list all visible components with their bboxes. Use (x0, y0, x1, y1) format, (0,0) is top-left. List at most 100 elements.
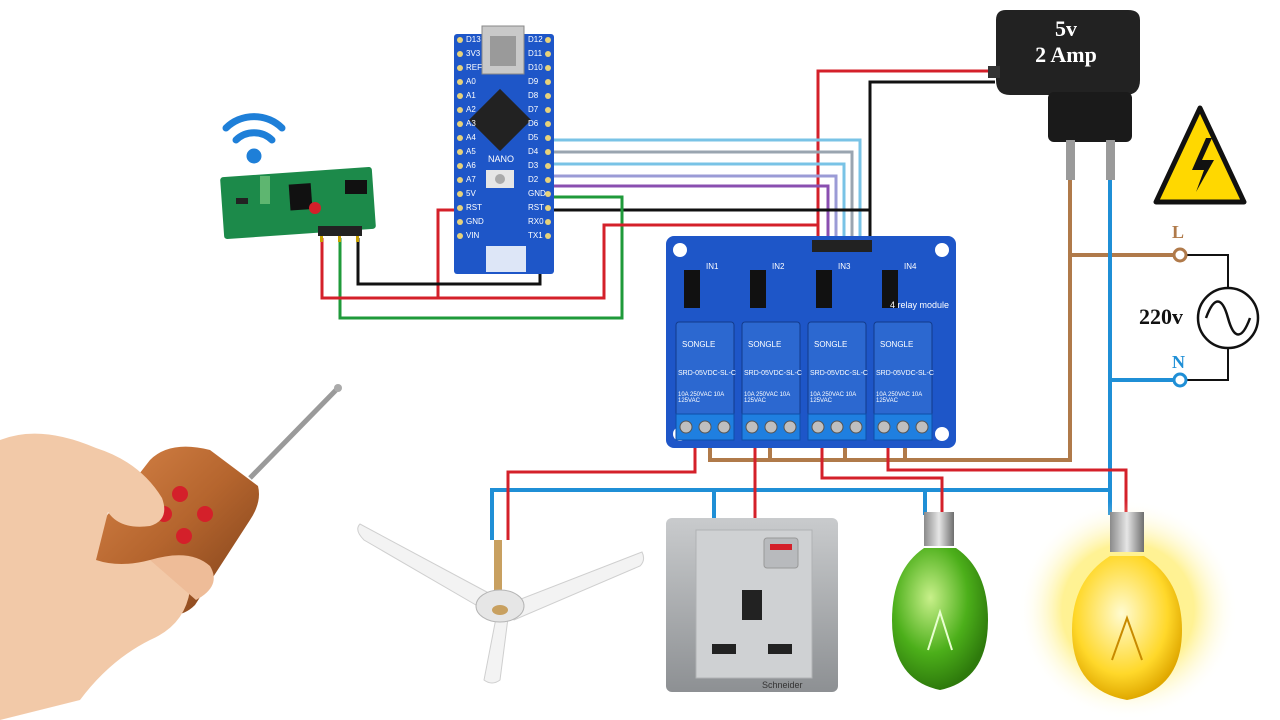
wall-socket (666, 518, 838, 692)
relay-brand-label: SONGLE (880, 340, 914, 349)
nano-pin-left (457, 51, 463, 57)
nano-pin-left (457, 219, 463, 225)
relay-channel-label: IN3 (838, 262, 851, 271)
green-bulb (892, 512, 988, 690)
wire-signal-1 (540, 138, 862, 240)
nano-pin-right (545, 121, 551, 127)
nano-pin-label-left: A4 (466, 133, 476, 142)
ac-source-icon (1172, 247, 1260, 388)
nano-pin-right (545, 205, 551, 211)
nano-pin-label-left: A2 (466, 105, 476, 114)
wire-relay-red (438, 223, 818, 300)
nano-pin-right (545, 177, 551, 183)
terminal-screw (849, 420, 863, 434)
nano-pin-left (457, 149, 463, 155)
nano-pin-dots (457, 37, 551, 239)
nano-pin-left (457, 79, 463, 85)
nano-pin-label-left: REF (466, 63, 482, 72)
nano-pin-label-right: RX0 (528, 217, 544, 226)
nano-pin-right (545, 79, 551, 85)
nano-pin-left (457, 205, 463, 211)
nano-pin-label-right: D10 (528, 63, 543, 72)
relay-model-label: SRD-05VDC-SL-C (876, 370, 934, 377)
nano-pin-label-right: GND (528, 189, 546, 198)
hand (0, 433, 214, 720)
nano-pin-left (457, 93, 463, 99)
mains-voltage-label: 220v (1139, 304, 1183, 329)
nano-pin-right (545, 163, 551, 169)
adapter-voltage-label: 5v (1055, 16, 1077, 41)
nano-pin-left (457, 163, 463, 169)
optocoupler (750, 270, 766, 308)
wire-ac-loop (1180, 254, 1229, 288)
terminal-screw (764, 420, 778, 434)
nano-pin-left (457, 135, 463, 141)
nano-pin-label-right: D11 (528, 49, 543, 58)
high-voltage-warning-icon (1153, 105, 1247, 205)
nano-pin-right (545, 219, 551, 225)
nano-pin-left (457, 37, 463, 43)
mains-line-label: L (1172, 222, 1185, 242)
rf-receiver-module (220, 166, 376, 242)
nano-pin-left (457, 107, 463, 113)
nano-pin-label-left: A5 (466, 147, 476, 156)
nano-pin-label-right: D12 (528, 35, 543, 44)
optocoupler (684, 270, 700, 308)
arduino-nano-board (454, 25, 554, 274)
relay-channel-label: IN4 (904, 262, 917, 271)
nano-pin-label-right: D5 (528, 133, 539, 142)
terminal-screw (896, 420, 910, 434)
nano-pin-left (457, 233, 463, 239)
nano-pin-right (545, 191, 551, 197)
relay-rating-label: 10A 250VAC 10A 125VAC (678, 392, 724, 404)
terminal-screw (783, 420, 797, 434)
relay-units (675, 270, 933, 441)
relay-rating-label: 10A 250VAC 10A 125VAC (876, 392, 922, 404)
socket-brand-label: Schneider (762, 680, 803, 690)
relay-rating-label: 10A 250VAC 10A 125VAC (810, 392, 856, 404)
wire-nano-green (338, 195, 624, 320)
terminal-screw (811, 420, 825, 434)
wire-signal-5 (540, 184, 830, 240)
nano-pin-right (545, 93, 551, 99)
yellow-bulb (1018, 500, 1238, 720)
nano-pin-right (545, 37, 551, 43)
nano-pin-right (545, 51, 551, 57)
wire-signal-3 (540, 162, 846, 240)
relay-model-label: SRD-05VDC-SL-C (810, 370, 868, 377)
nano-pin-label-left: GND (466, 217, 484, 226)
nano-pin-label-left: D13 (466, 35, 481, 44)
nano-pin-label-left: VIN (466, 231, 480, 240)
wire-out-bulb2 (886, 440, 1128, 515)
arduino-name-label: NANO (488, 154, 515, 164)
adapter-current-label: 2 Amp (1035, 42, 1097, 67)
relay-model-label: SRD-05VDC-SL-C (678, 370, 736, 377)
nano-pin-label-left: A1 (466, 91, 476, 100)
nano-pin-right (545, 149, 551, 155)
relay-rating-label: 10A 250VAC 10A 125VAC (744, 392, 790, 404)
nano-pin-left (457, 177, 463, 183)
nano-pin-label-right: D3 (528, 161, 539, 170)
nano-pin-label-right: TX1 (528, 231, 543, 240)
nano-pin-label-left: A6 (466, 161, 476, 170)
nano-pin-label-left: A7 (466, 175, 476, 184)
wire-line-brown (708, 180, 1072, 462)
optocoupler (816, 270, 832, 308)
relay-model-label: SRD-05VDC-SL-C (744, 370, 802, 377)
terminal-screw (717, 420, 731, 434)
wifi-icon (222, 113, 286, 164)
relay-brand-label: SONGLE (682, 340, 716, 349)
terminal-screw (915, 420, 929, 434)
nano-pin-label-left: 5V (466, 189, 476, 198)
nano-pin-right (545, 107, 551, 113)
wire-ac-loop-2 (1180, 348, 1229, 381)
wire-out-bulb1 (820, 440, 944, 515)
mains-neutral-label: N (1172, 352, 1185, 372)
nano-pin-label-right: D4 (528, 147, 539, 156)
nano-pin-left (457, 191, 463, 197)
nano-pin-label-right: D8 (528, 91, 539, 100)
wire-neutral-blue (490, 180, 1112, 540)
nano-pin-right (545, 233, 551, 239)
nano-pin-label-right: D9 (528, 77, 539, 86)
